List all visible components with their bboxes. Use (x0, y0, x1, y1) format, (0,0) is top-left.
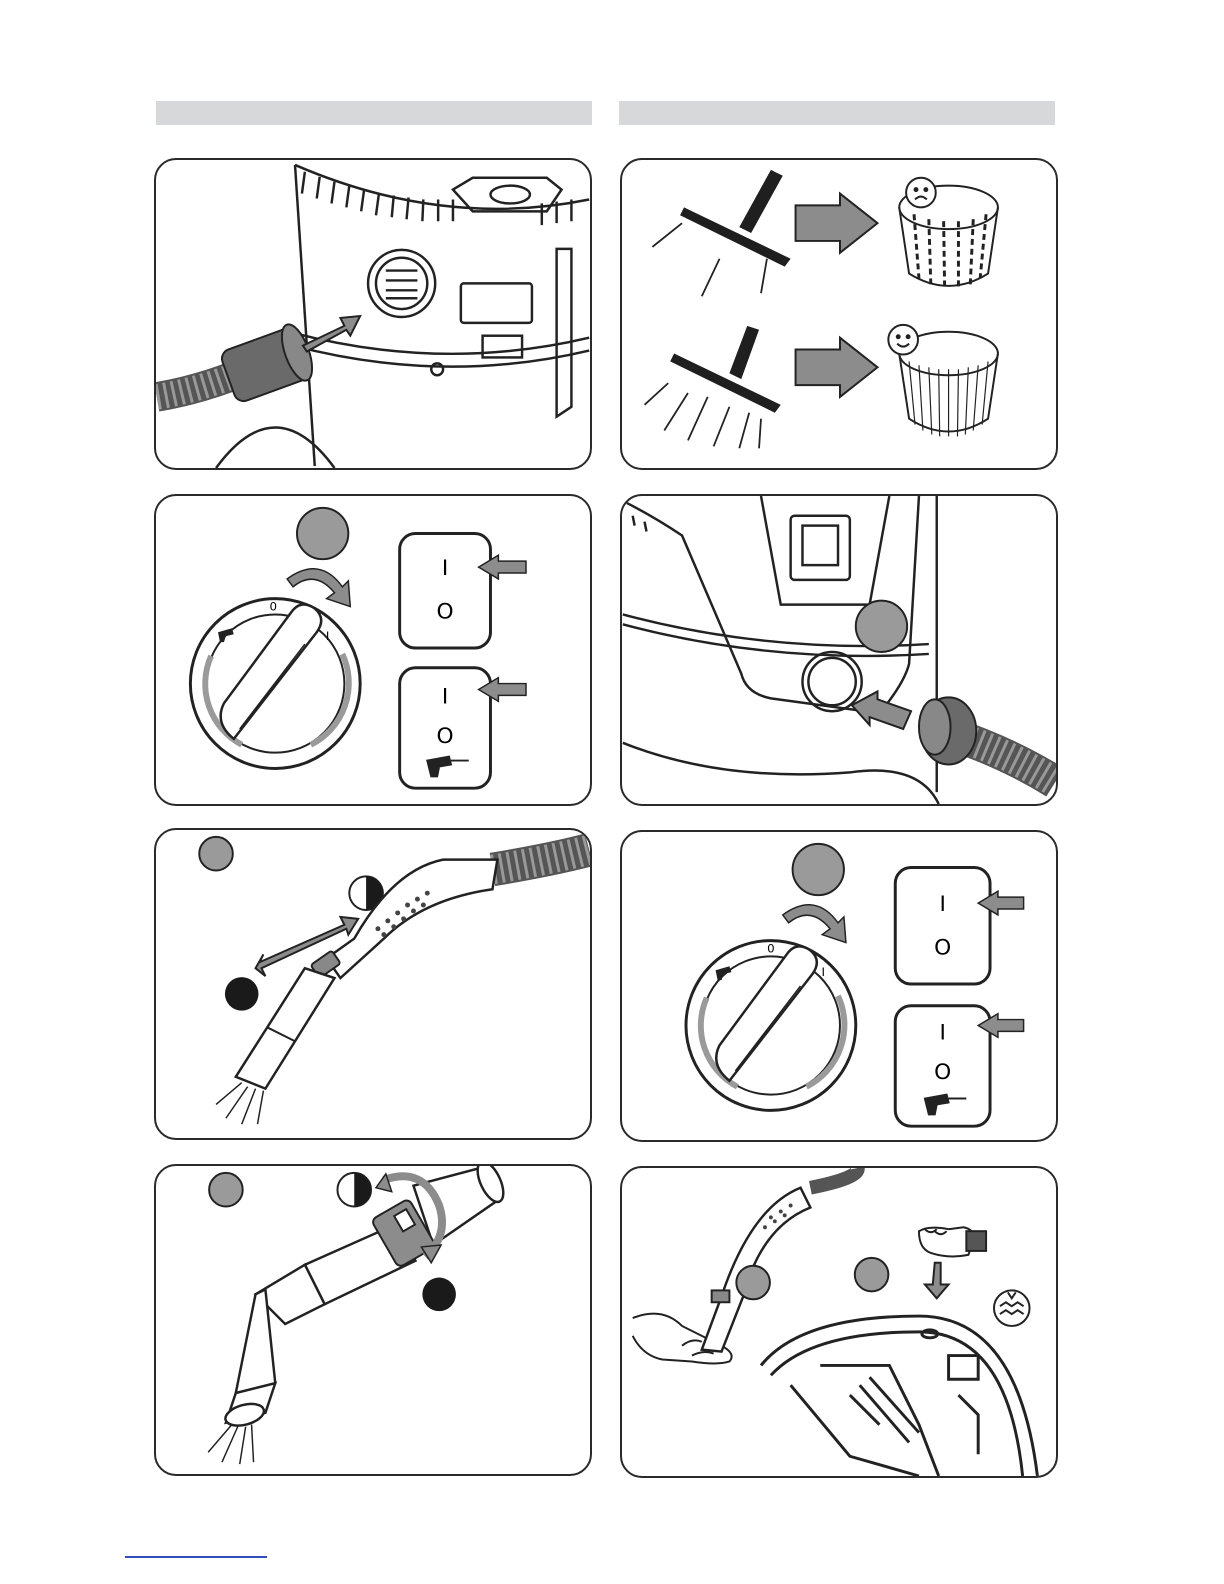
toggle-off-label: O (437, 599, 454, 624)
switch-off-label: 0 (270, 600, 278, 614)
left-section-header (156, 101, 592, 125)
filter-cleaning-icon (994, 1290, 1030, 1326)
switch-on-icon[interactable]: I O (400, 534, 526, 649)
panel-blower-outlet (620, 494, 1058, 806)
footer-link-underline (125, 1556, 267, 1558)
t-nozzle-icon (645, 326, 781, 448)
step-circle-icon (855, 1258, 889, 1292)
gray-arrow-icon (796, 338, 878, 397)
panel-filter-cleaning (620, 1166, 1058, 1478)
toggle-off-label: O (934, 1060, 951, 1085)
dirty-filter-sad-icon (899, 178, 998, 289)
rotary-switch-icon[interactable]: 0 I (686, 941, 856, 1111)
toggle-off-label: O (437, 724, 454, 749)
panel-filter-comparison (620, 158, 1058, 470)
tube-icon (223, 1166, 509, 1429)
step-circle-icon (209, 1173, 243, 1207)
hose-connector-icon (919, 697, 1055, 782)
panel-airflow-slider (154, 828, 592, 1140)
panel-switch-mode: 0 I I O I O (154, 494, 592, 806)
step-circle-icon (856, 601, 907, 652)
power-tool-icon[interactable]: I O (400, 668, 526, 788)
toggle-on-label: I (442, 684, 448, 709)
toggle-off-label: O (934, 935, 951, 960)
clean-filter-happy-icon (888, 325, 998, 437)
step-circle-icon (199, 837, 233, 871)
gray-arrow-icon (783, 905, 846, 943)
hand-test-icon (633, 1168, 858, 1363)
switch-on-icon[interactable]: I O (895, 868, 1023, 984)
power-tool-icon[interactable]: I O (895, 1006, 1023, 1126)
step-circle-icon (736, 1266, 770, 1300)
right-section-header (619, 101, 1055, 125)
gray-arrow-icon (796, 194, 878, 253)
switch-on-label: I (821, 965, 825, 979)
switch-off-label: 0 (767, 941, 775, 955)
filled-circle-icon (225, 977, 259, 1011)
half-circle-icon (337, 1173, 371, 1207)
hose-inlet-icon (157, 321, 318, 404)
hose-handle-icon (216, 850, 589, 1124)
step-circle-icon (297, 508, 348, 559)
rotary-switch-icon[interactable]: 0 I (190, 599, 360, 769)
panel-hose-inlet (154, 158, 592, 470)
panel-rotating-collar (154, 1164, 592, 1476)
vacuum-body-icon (156, 160, 590, 468)
blower-outlet-icon (622, 496, 1056, 804)
toggle-on-label: I (939, 1020, 945, 1045)
t-nozzle-icon (652, 170, 790, 296)
toggle-on-label: I (442, 556, 448, 581)
gray-arrow-icon (852, 691, 911, 729)
vacuum-body-icon (761, 1316, 1037, 1476)
fist-press-icon (919, 1227, 986, 1298)
switch-on-label: I (326, 629, 330, 643)
panel-switch-mode-2: 0 I I O I O (620, 830, 1058, 1142)
toggle-on-label: I (939, 892, 945, 917)
step-circle-icon (793, 844, 844, 895)
filled-circle-icon (422, 1278, 456, 1312)
